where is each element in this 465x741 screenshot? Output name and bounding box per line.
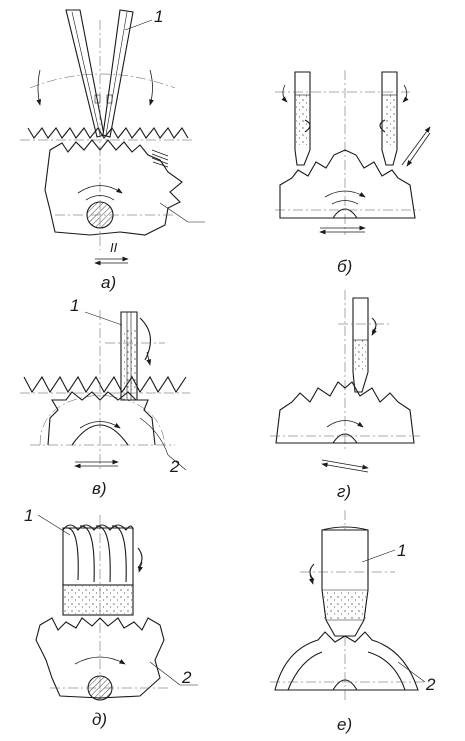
- panel-g: г): [270, 290, 420, 501]
- panel-a-caption: а): [101, 273, 116, 292]
- panel-v-callout-1: 1: [70, 296, 79, 315]
- panel-a-callout-1: 1: [154, 7, 163, 26]
- panel-e-callout-2: 2: [425, 675, 436, 694]
- panel-b: б): [275, 70, 431, 276]
- panel-a-gear-blank: [44, 139, 183, 236]
- panel-v-gear: [47, 391, 156, 446]
- panel-v-caption: в): [92, 479, 107, 498]
- panel-v: 1 2 в): [20, 296, 190, 498]
- panel-a-rack: [27, 127, 189, 139]
- panel-a-tools: [65, 9, 134, 138]
- panel-g-caption: г): [337, 482, 351, 501]
- panel-d-callout-1: 1: [24, 506, 33, 525]
- panel-g-gear: [275, 381, 415, 444]
- panel-d-callout-2: 2: [181, 668, 192, 687]
- panel-e: 1 2 е): [270, 510, 436, 734]
- panel-d-caption: д): [92, 710, 107, 729]
- panel-b-caption: б): [337, 257, 352, 276]
- panel-a: 1 II а): [20, 7, 205, 292]
- panel-a-mark: II: [110, 240, 118, 255]
- panel-d: 1 2 д): [24, 506, 198, 729]
- panel-v-callout-2: 2: [169, 457, 180, 476]
- panel-d-gear: [35, 617, 165, 699]
- panel-e-ring: [274, 631, 419, 691]
- panel-e-callout-1: 1: [397, 541, 406, 560]
- panel-e-caption: е): [337, 715, 352, 734]
- panel-v-rack: [23, 375, 187, 394]
- panel-b-gear: [279, 149, 416, 219]
